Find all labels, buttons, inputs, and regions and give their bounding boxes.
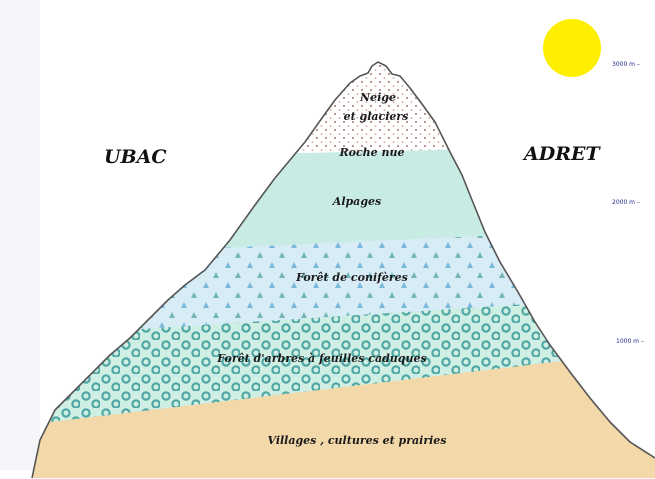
adret-label: ADRET: [522, 143, 601, 165]
altitude-label-3000: 3000 m –: [612, 61, 640, 68]
snow-label-line1: Neige: [359, 91, 396, 104]
snow-label-line2: et glaciers: [344, 110, 409, 123]
altitude-label-2000: 2000 m –: [612, 199, 640, 206]
background-wash: [0, 0, 40, 470]
deciduous-label: Forêt d'arbres à feuilles caduques: [216, 352, 426, 365]
ubac-label: UBAC: [104, 146, 167, 168]
rock-label: Roche nue: [339, 146, 405, 159]
pasture-label: Alpages: [332, 195, 381, 208]
villages-label: Villages , cultures et prairies: [267, 434, 446, 447]
altitude-label-1000: 1000 m –: [616, 338, 644, 345]
conifer-label: Forêt de conifères: [295, 271, 408, 284]
sun-icon: [543, 19, 601, 77]
